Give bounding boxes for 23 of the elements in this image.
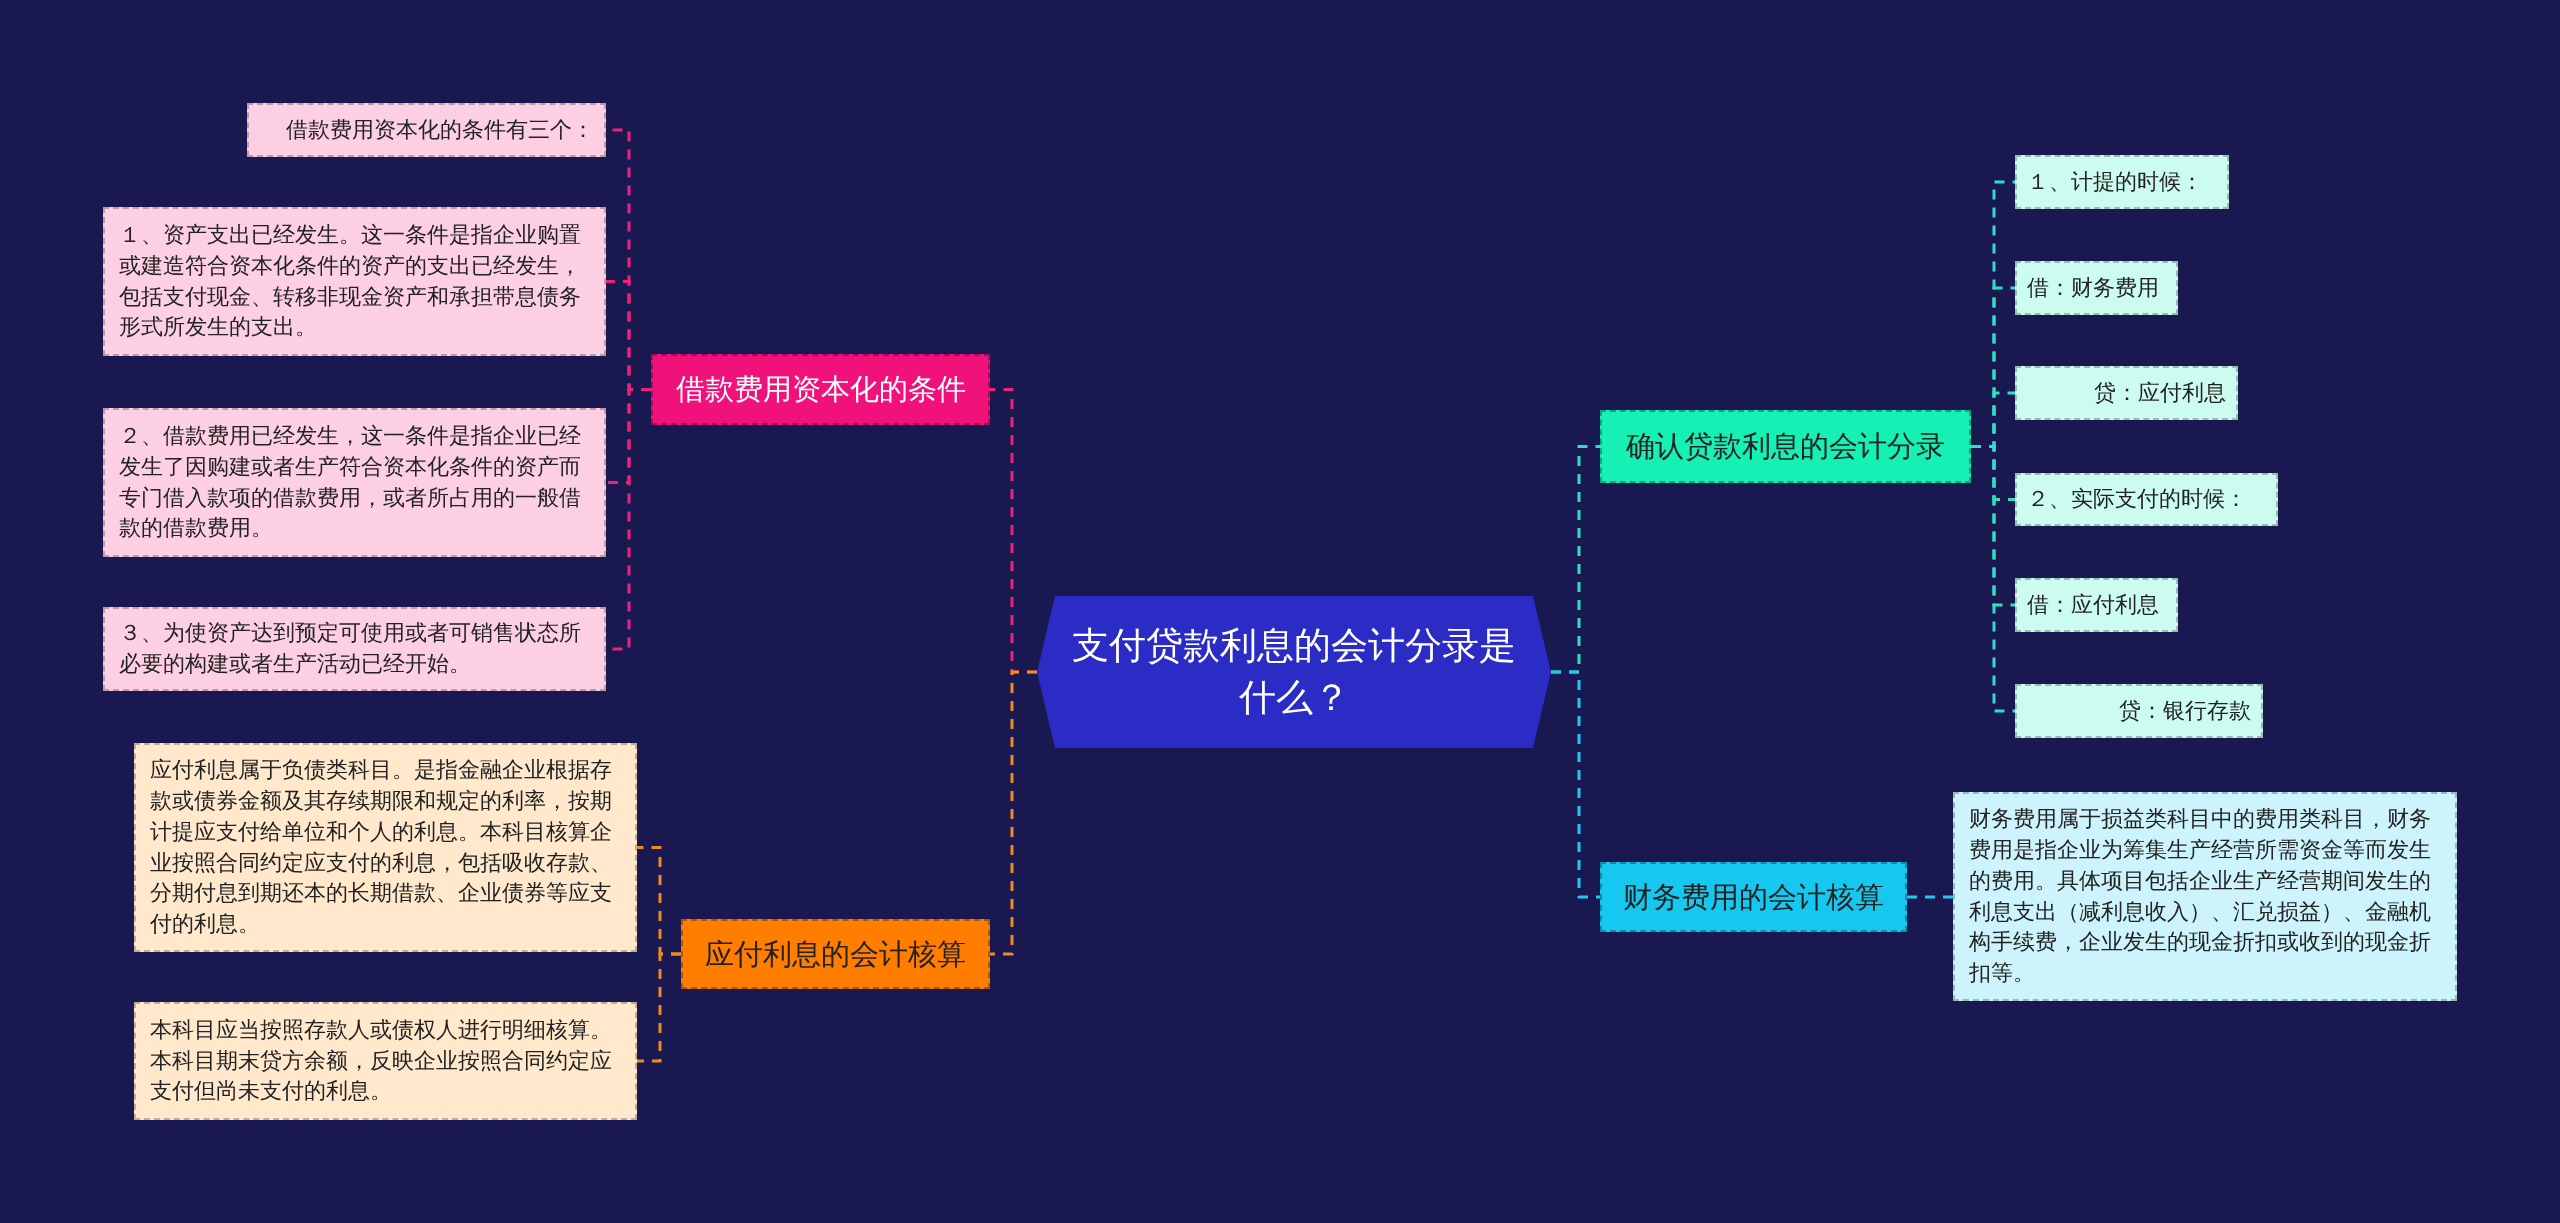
subtopic-box: ３、为使资产达到预定可使用或者可销售状态所必要的构建或者生产活动已经开始。 bbox=[103, 607, 606, 691]
subtopic-box: 贷：银行存款 bbox=[2015, 684, 2263, 738]
subtopic-box: 本科目应当按照存款人或债权人进行明细核算。本科目期末贷方余额，反映企业按照合同约定应支付但尚未支付的利息。 bbox=[134, 1002, 637, 1120]
connector bbox=[637, 952, 681, 1063]
subtopic-box: 贷：应付利息 bbox=[2015, 366, 2238, 420]
connector bbox=[990, 670, 1037, 956]
central-topic-hexagon: 支付贷款利息的会计分录是什么？ bbox=[1037, 596, 1551, 748]
connector bbox=[1551, 670, 1600, 899]
connector bbox=[1907, 895, 1953, 899]
subtopic-box: １、计提的时候： bbox=[2015, 155, 2229, 209]
subtopic-box: ２、实际支付的时候： bbox=[2015, 473, 2278, 526]
subtopic-box: 财务费用属于损益类科目中的费用类科目，财务费用是指企业为筹集生产经营所需资金等而发生的费用。具体项目包括企业生产经营期间发生的利息支出（减利息收入）、汇兑损益）、金融机构手续费，企业发生的现金折扣或收到的现金折扣等。 bbox=[1953, 792, 2457, 1001]
subtopic-box: 借款费用资本化的条件有三个： bbox=[247, 103, 606, 157]
topic-box: 借款费用资本化的条件 bbox=[651, 354, 990, 425]
subtopic-box: ２、借款费用已经发生，这一条件是指企业已经发生了因购建或者生产符合资本化条件的资产而专门借入款项的借款费用，或者所占用的一般借款的借款费用。 bbox=[103, 408, 606, 557]
topic-box: 应付利息的会计核算 bbox=[681, 919, 990, 989]
topic-box: 财务费用的会计核算 bbox=[1600, 862, 1907, 932]
subtopic-box: 借：应付利息 bbox=[2015, 578, 2178, 632]
subtopic-box: 应付利息属于负债类科目。是指金融企业根据存款或债券金额及其存续期限和规定的利率，按期计提应支付给单位和个人的利息。本科目核算企业按照合同约定应支付的利息，包括吸收存款、分期付息到期还本的长期借款、企业债券等应支付的利息。 bbox=[134, 743, 637, 952]
subtopic-box: １、资产支出已经发生。这一条件是指企业购置或建造符合资本化条件的资产的支出已经发生，包括支付现金、转移非现金资产和承担带息债务形式所发生的支出。 bbox=[103, 207, 606, 356]
subtopic-box: 借：财务费用 bbox=[2015, 261, 2178, 315]
topic-box: 确认贷款利息的会计分录 bbox=[1600, 410, 1971, 483]
connector bbox=[1971, 445, 2015, 713]
